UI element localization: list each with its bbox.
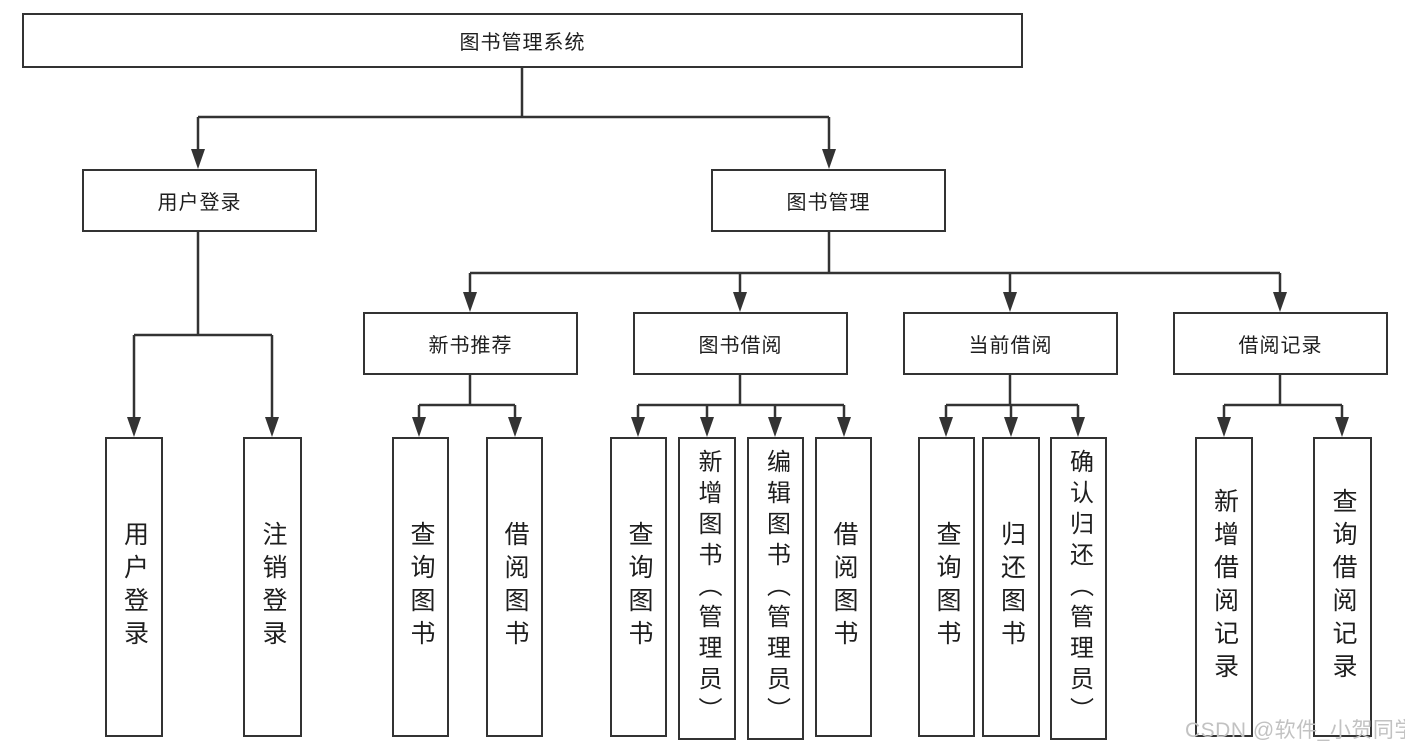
csdn-watermark: CSDN @软件_小贺同学 [1185, 719, 1405, 742]
arrowhead [412, 417, 426, 437]
node-label: 归还图书 [997, 521, 1026, 653]
node-label: 确认归还（管理员） [1065, 449, 1093, 728]
arrowhead [768, 417, 782, 437]
node-user-login: 用户登录 [82, 169, 317, 232]
node-label: 注销登录 [259, 521, 287, 653]
node-label: 图书管理系统 [459, 32, 586, 54]
connector-recommend-to-leaves [412, 375, 522, 437]
arrowhead [1217, 417, 1231, 437]
arrowhead [1003, 292, 1017, 312]
node-label: 编辑图书（管理员） [762, 449, 790, 728]
leaf-query-borrow-record: 查询借阅记录 [1313, 437, 1372, 737]
arrowhead [463, 292, 477, 312]
node-label: 图书借阅 [698, 335, 783, 357]
node-new-book-recommend: 新书推荐 [363, 312, 578, 375]
node-label: 查询图书 [407, 521, 435, 653]
leaf-borrow-books: 借阅图书 [815, 437, 872, 737]
node-label: 新增图书（管理员） [694, 449, 721, 728]
arrowhead [265, 417, 279, 437]
leaf-edit-books-admin: 编辑图书（管理员） [747, 437, 804, 740]
arrowhead [127, 417, 141, 437]
arrowhead [733, 292, 747, 312]
arrowhead [700, 417, 714, 437]
node-label: 借阅图书 [501, 521, 529, 653]
leaf-borrow-books-recommend: 借阅图书 [486, 437, 543, 737]
leaf-user-login: 用户登录 [105, 437, 163, 737]
arrowhead [631, 417, 645, 437]
node-current-borrow: 当前借阅 [903, 312, 1118, 375]
arrowhead [1071, 417, 1085, 437]
connector-records-to-leaves [1217, 375, 1349, 437]
leaf-logout: 注销登录 [243, 437, 302, 737]
leaf-confirm-return-admin: 确认归还（管理员） [1050, 437, 1107, 740]
node-label: 查询图书 [625, 521, 653, 653]
node-label: 新书推荐 [428, 335, 513, 357]
arrowhead [822, 149, 836, 169]
node-label: 图书管理 [786, 192, 871, 214]
arrowhead [191, 149, 205, 169]
leaf-add-books-admin: 新增图书（管理员） [678, 437, 736, 740]
leaf-add-borrow-record: 新增借阅记录 [1195, 437, 1253, 737]
node-label: 新增借阅记录 [1210, 488, 1239, 686]
node-label: 用户登录 [157, 192, 242, 214]
connector-root-to-level2 [191, 68, 836, 169]
leaf-query-books-borrow: 查询图书 [610, 437, 667, 737]
arrowhead [1004, 417, 1018, 437]
node-label: 用户登录 [120, 521, 149, 653]
node-label: 当前借阅 [968, 335, 1053, 357]
arrowhead [508, 417, 522, 437]
node-label: 查询图书 [933, 521, 961, 653]
node-root: 图书管理系统 [22, 13, 1023, 68]
leaf-return-books: 归还图书 [982, 437, 1040, 737]
arrowhead [939, 417, 953, 437]
connector-current-to-leaves [939, 375, 1085, 437]
node-label: 借阅记录 [1238, 335, 1323, 357]
arrowhead [1273, 292, 1287, 312]
connector-management-to-level3 [463, 232, 1287, 312]
node-borrow-records: 借阅记录 [1173, 312, 1388, 375]
leaf-query-books-current: 查询图书 [918, 437, 975, 737]
node-label: 借阅图书 [830, 521, 858, 653]
connector-login-to-leaves [127, 232, 279, 437]
arrowhead [837, 417, 851, 437]
connector-borrow-to-leaves [631, 375, 851, 437]
node-book-borrow: 图书借阅 [633, 312, 848, 375]
node-label: 查询借阅记录 [1329, 488, 1357, 686]
arrowhead [1335, 417, 1349, 437]
leaf-query-books-recommend: 查询图书 [392, 437, 449, 737]
node-book-management: 图书管理 [711, 169, 946, 232]
